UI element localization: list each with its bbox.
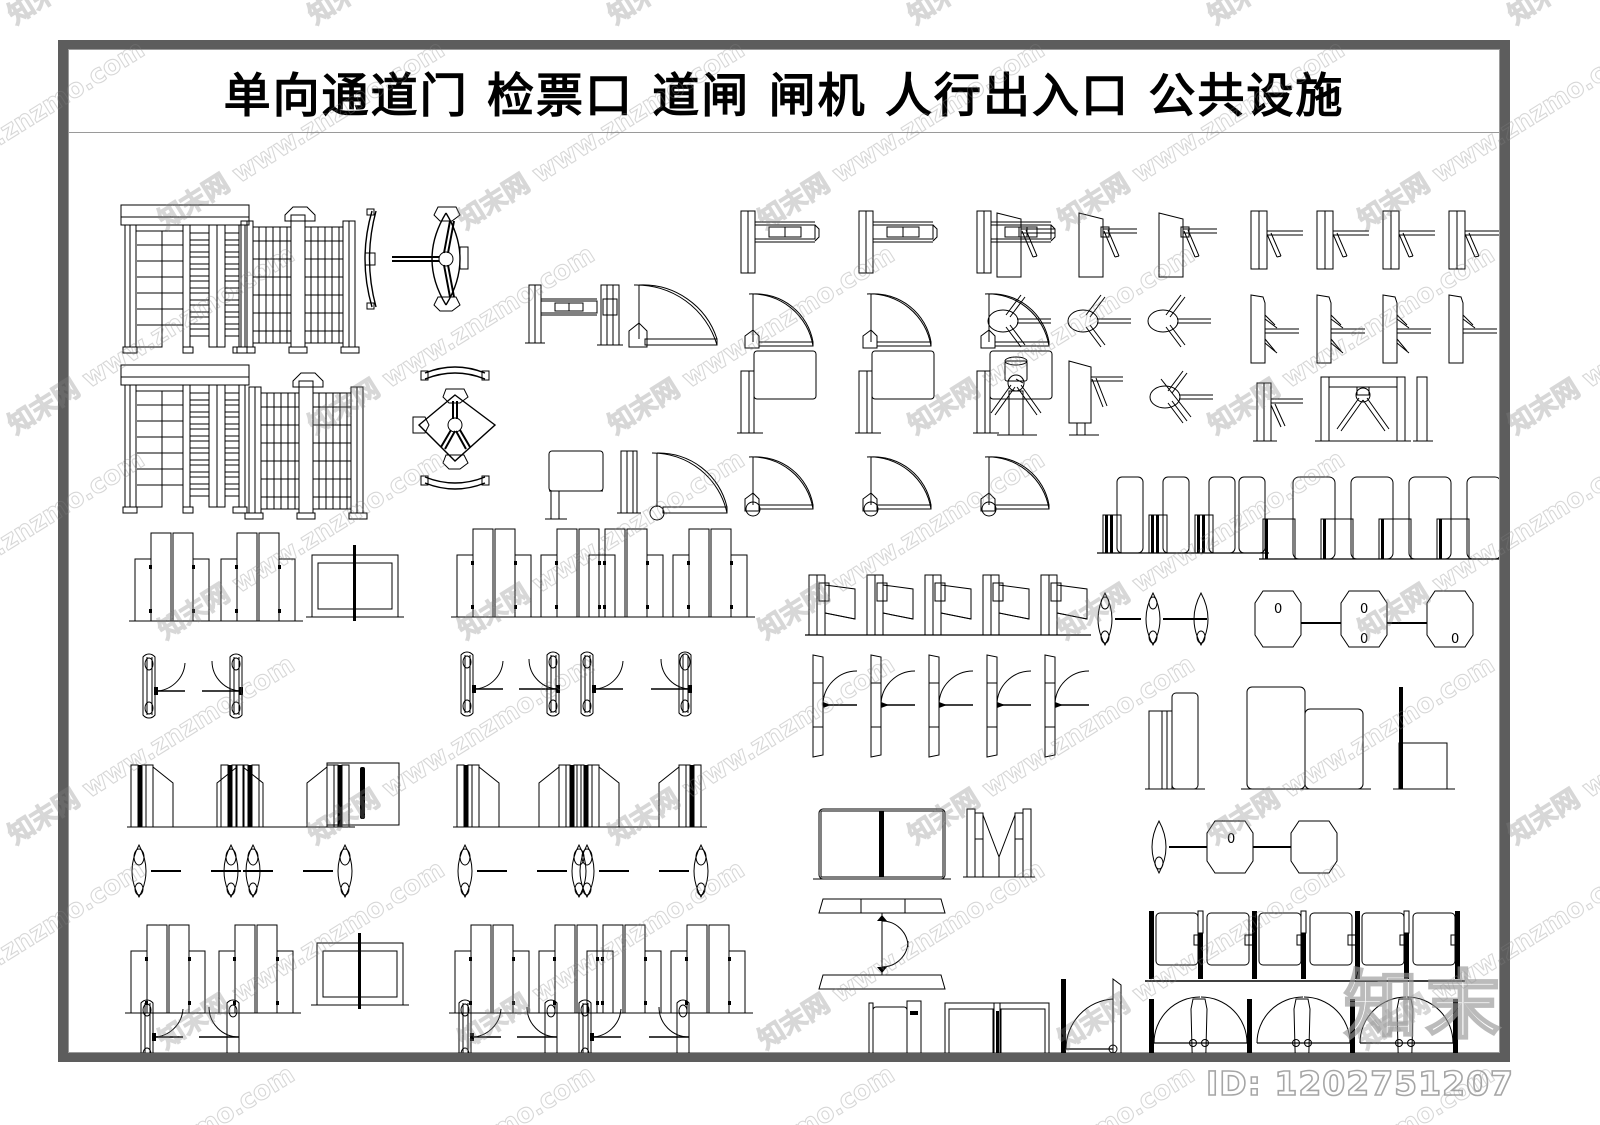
group-boom-barrier-array-mid <box>737 350 1053 517</box>
svg-text:0: 0 <box>1360 632 1368 647</box>
group-full-height-turnstiles-row2 <box>120 364 496 520</box>
group-speed-gates-right-mid: 0 <box>1145 686 1455 875</box>
group-speed-gates-mid-lower <box>448 924 754 1053</box>
group-boom-barriers-left <box>524 284 718 348</box>
watermark-text: 知末网 www.znzmo.com <box>0 1054 301 1125</box>
svg-text:0: 0 <box>1451 632 1459 647</box>
watermark-text: 知末网 www.znzmo.com <box>1500 1054 1600 1125</box>
svg-text:0: 0 <box>1227 832 1235 847</box>
watermark-text: 知末网 www.znzmo.com <box>1200 0 1501 31</box>
watermark-text: 知末网 www.znzmo.com <box>1503 649 1600 851</box>
group-wing-barriers-left <box>126 762 400 898</box>
asset-id-label: ID: 1202751207 <box>1205 1063 1514 1104</box>
group-swing-gates-left <box>128 532 405 719</box>
watermark-text: 知末网 www.znzmo.com <box>0 234 1 441</box>
group-speed-gate-arrays-right: 0 0 0 0 <box>1097 476 1499 648</box>
group-boom-barrier-array-top <box>740 210 1056 349</box>
svg-text:0: 0 <box>1360 602 1368 617</box>
group-full-height-turnstiles-row1 <box>120 204 469 354</box>
watermark-text: 知末网 www.znzmo.com <box>0 0 301 31</box>
group-multi-lane-swing-array <box>805 574 1092 758</box>
group-gate-array-right-lower <box>1145 910 1465 1053</box>
brand-logo-watermark: 知末 <box>1343 962 1508 1050</box>
cad-linework: 0 0 0 0 <box>120 204 1499 1053</box>
drawing-frame-outer: 单向通道门 检票口 道闸 闸机 人行出入口 公共设施 <box>58 40 1510 1062</box>
group-bottom-center-details <box>868 978 1122 1053</box>
group-tripod-frames <box>1253 376 1433 442</box>
watermark-text: 知末网 www.znzmo.com <box>1500 0 1600 31</box>
watermark-text: 知末网 www.znzmo.com <box>900 1054 1201 1125</box>
group-wing-barriers-mid <box>452 764 709 898</box>
group-tripod-wall-mount <box>1250 210 1499 364</box>
group-glass-door-center <box>813 808 1035 990</box>
watermark-text: 知末网 www.znzmo.com <box>600 1054 901 1125</box>
watermark-text: 知末网 www.znzmo.com <box>0 644 1 851</box>
watermark-text: 知末网 www.znzmo.com <box>600 0 901 31</box>
group-tripod-turnstiles <box>987 212 1218 436</box>
group-speed-gates-left-lower <box>124 924 410 1053</box>
watermark-text: 知末网 www.znzmo.com <box>0 1054 1 1125</box>
drawing-frame-inner: 单向通道门 检票口 道闸 闸机 人行出入口 公共设施 <box>68 49 1500 1053</box>
sheet-title-band: 单向通道门 检票口 道闸 闸机 人行出入口 公共设施 <box>69 50 1499 133</box>
drawing-canvas: 0 0 0 0 <box>69 133 1499 1053</box>
svg-text:0: 0 <box>1274 602 1282 617</box>
watermark-text: 知末网 www.znzmo.com <box>900 0 1201 31</box>
watermark-text: 知末网 www.znzmo.com <box>1503 239 1600 441</box>
page-title: 单向通道门 检票口 道闸 闸机 人行出入口 公共设施 <box>223 68 1345 124</box>
group-display-barrier <box>545 450 728 521</box>
group-swing-gates-mid <box>450 528 756 717</box>
watermark-text: 知末网 www.znzmo.com <box>300 1054 601 1125</box>
watermark-text: 知末网 www.znzmo.com <box>0 0 1 31</box>
watermark-text: 知末网 www.znzmo.com <box>300 0 601 31</box>
